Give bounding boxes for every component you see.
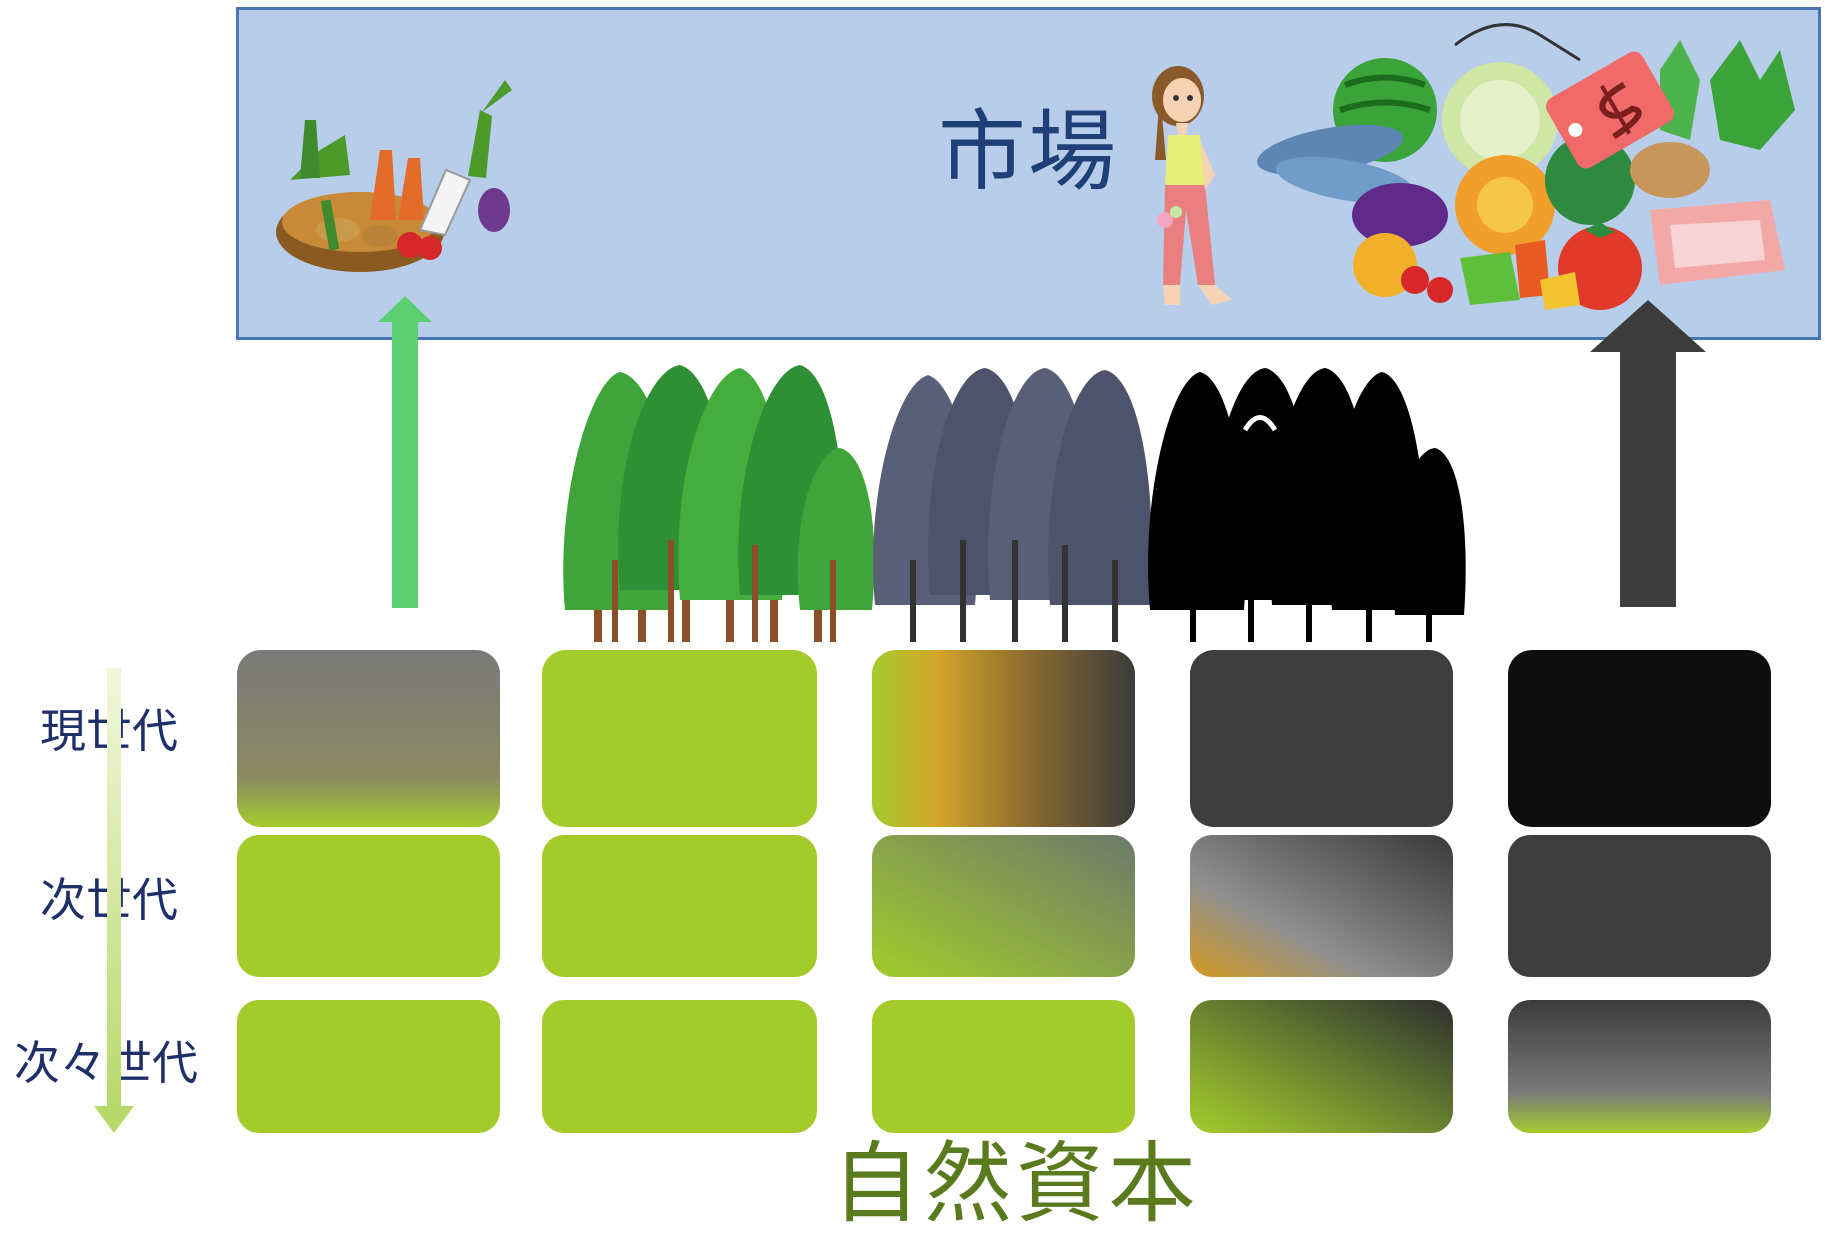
cell-after-col5 [1508, 1000, 1771, 1133]
dark-up-arrow-icon [1590, 300, 1706, 607]
cell-current-col3 [872, 650, 1135, 827]
vegetable-basket-icon [276, 80, 512, 272]
generation-timeline-arrow-icon [94, 668, 134, 1133]
cell-next-col3 [872, 835, 1135, 977]
cell-after-col4 [1190, 1000, 1453, 1133]
cell-current-col2 [542, 650, 817, 827]
after-next-generation-label: 次々世代 [14, 1036, 198, 1090]
cell-current-col5 [1508, 650, 1771, 827]
cell-next-col5 [1508, 835, 1771, 977]
cell-after-col2 [542, 1000, 817, 1133]
cell-after-col1 [237, 1000, 500, 1133]
cell-next-col2 [542, 835, 817, 977]
market-title: 市場 [938, 100, 1119, 203]
cell-current-col1 [237, 650, 500, 827]
black-forest-icon [1148, 368, 1466, 642]
gray-forest-icon [873, 368, 1152, 642]
woman-shopper-icon [1152, 66, 1232, 305]
cell-current-col4 [1190, 650, 1453, 827]
cell-after-col3 [872, 1000, 1135, 1133]
cell-next-col4 [1190, 835, 1453, 977]
cell-next-col1 [237, 835, 500, 977]
green-forest-icon [563, 365, 875, 642]
natural-capital-label: 自然資本 [832, 1132, 1201, 1235]
food-pile-price-tag-icon [1257, 23, 1795, 310]
green-up-arrow-icon [378, 296, 432, 608]
